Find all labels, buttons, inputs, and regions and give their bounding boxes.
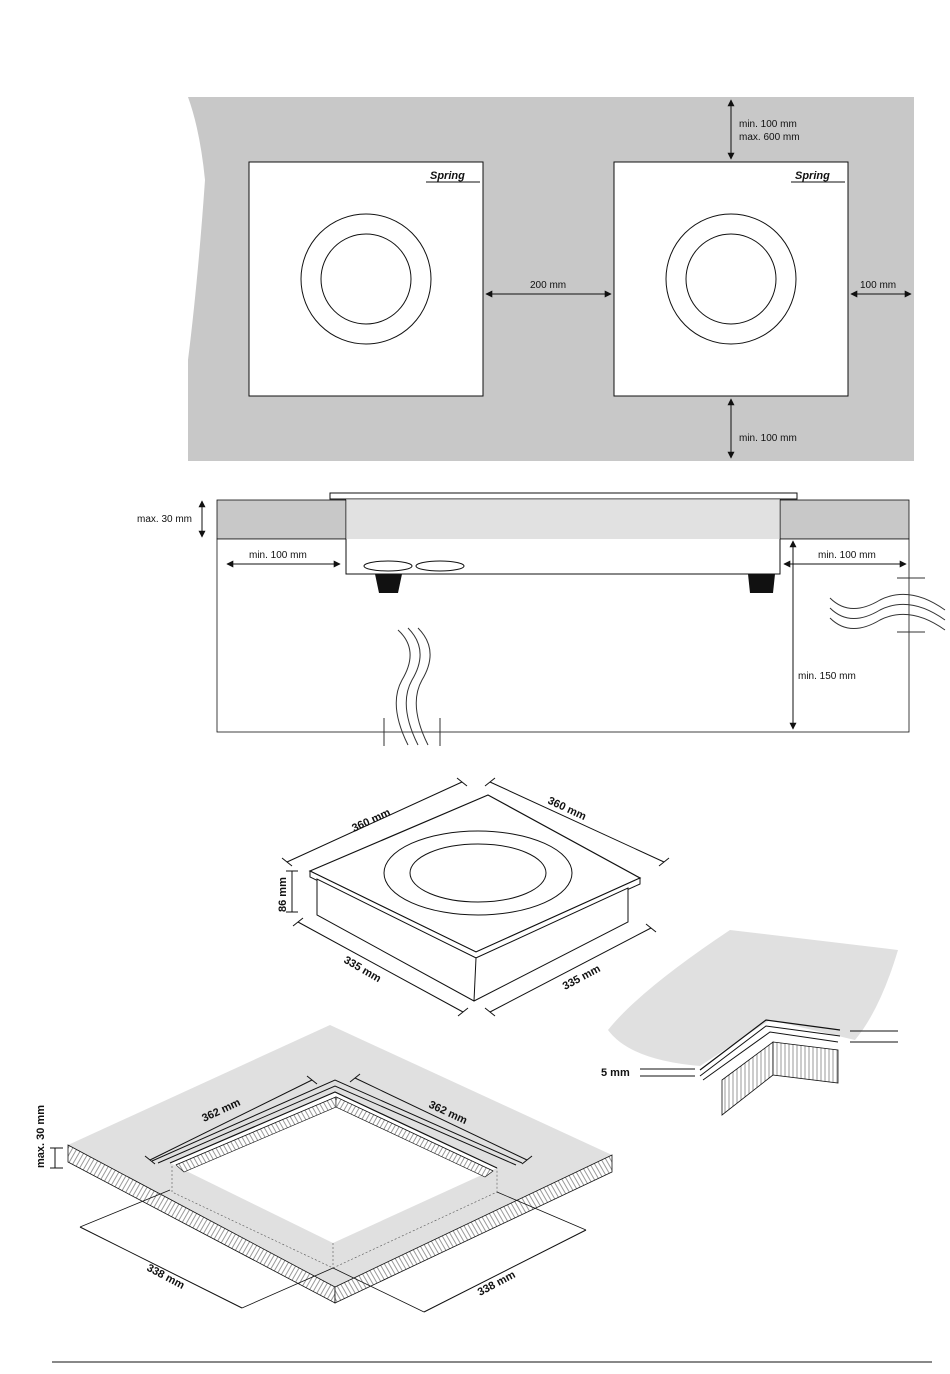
label-between: 200 mm — [530, 280, 566, 291]
brand-logo: Spring — [430, 170, 465, 182]
edge-counter-surface — [608, 930, 898, 1066]
hob-top-left: Spring — [249, 162, 483, 396]
cutout-view: 362 mm 362 mm max. 30 mm 338 mm 338 mm — [35, 1025, 612, 1312]
label-bottom: min. 100 mm — [739, 433, 797, 444]
counter-edge-left — [68, 1145, 335, 1303]
label-base-left: 335 mm — [342, 954, 384, 985]
label-right: 100 mm — [860, 280, 896, 291]
label-base-right: 335 mm — [561, 963, 603, 993]
label-depth: min. 150 mm — [798, 671, 856, 682]
label-side-left: min. 100 mm — [249, 550, 307, 561]
edge-detail: 5 mm — [601, 930, 898, 1115]
unit-view: 360 mm 360 mm 86 mm 335 mm 335 mm — [277, 778, 669, 1016]
label-cutout-thickness: max. 30 mm — [35, 1105, 47, 1168]
label-width-left: 360 mm — [350, 806, 392, 834]
hob-top-right: Spring — [614, 162, 848, 396]
label-cut-left: 338 mm — [145, 1262, 187, 1292]
label-top-max: max. 600 mm — [739, 132, 800, 143]
hob-plate — [330, 493, 797, 499]
brand-logo: Spring — [795, 170, 830, 182]
label-height: 86 mm — [277, 877, 289, 912]
hob-foot-right — [748, 574, 775, 593]
edge-section-right — [773, 1042, 838, 1083]
label-cut-right: 338 mm — [476, 1269, 518, 1299]
hob-foot-left — [375, 574, 402, 593]
label-thickness: max. 30 mm — [137, 514, 192, 525]
label-top-min: min. 100 mm — [739, 119, 797, 130]
top-view: Spring Spring min. 100 mm max. 600 mm 20… — [188, 97, 914, 461]
label-gap: 5 mm — [601, 1067, 630, 1079]
countertop-cutout — [68, 1025, 612, 1287]
label-side-right: min. 100 mm — [818, 550, 876, 561]
side-view: max. 30 mm min. 100 mm min. 100 mm min. … — [137, 493, 945, 746]
label-width-right: 360 mm — [546, 795, 588, 823]
